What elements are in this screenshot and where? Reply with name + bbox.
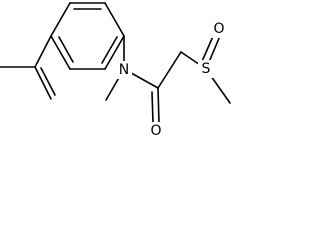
bond-ring-3	[104, 35, 125, 70]
atom-carbonyl-oxygen: O	[148, 122, 164, 140]
bond-carbonyl-double-inner	[151, 91, 154, 124]
bond-ring-inner-3	[58, 36, 74, 63]
molecule-structure: N O S O	[0, 2, 231, 140]
bond-carbonyl-to-methylene	[157, 51, 182, 89]
atom-nitrogen: N	[116, 61, 132, 79]
bond-vinyl-double-inner	[40, 67, 56, 96]
bond-ring-5	[50, 35, 71, 70]
atom-sulfoxide-oxygen: O	[211, 20, 227, 38]
isopropenyl-group	[0, 35, 56, 100]
atom-label-carbonyl-oxygen: O	[150, 123, 161, 139]
atom-label-sulfoxide-oxygen: O	[213, 21, 224, 37]
bond-ring-6	[50, 2, 71, 37]
bond-ring-2	[104, 2, 125, 37]
bond-vinyl-double-outer	[34, 66, 52, 100]
bond-ring-inner-2	[101, 36, 118, 64]
atom-label-sulfur: S	[202, 61, 211, 77]
bond-carbonyl-double-outer	[157, 87, 160, 124]
atom-sulfur: S	[198, 60, 214, 78]
bond-ring-to-vinyl-carbon	[34, 35, 52, 68]
atom-label-nitrogen: N	[119, 62, 129, 78]
benzene-ring	[50, 2, 125, 70]
